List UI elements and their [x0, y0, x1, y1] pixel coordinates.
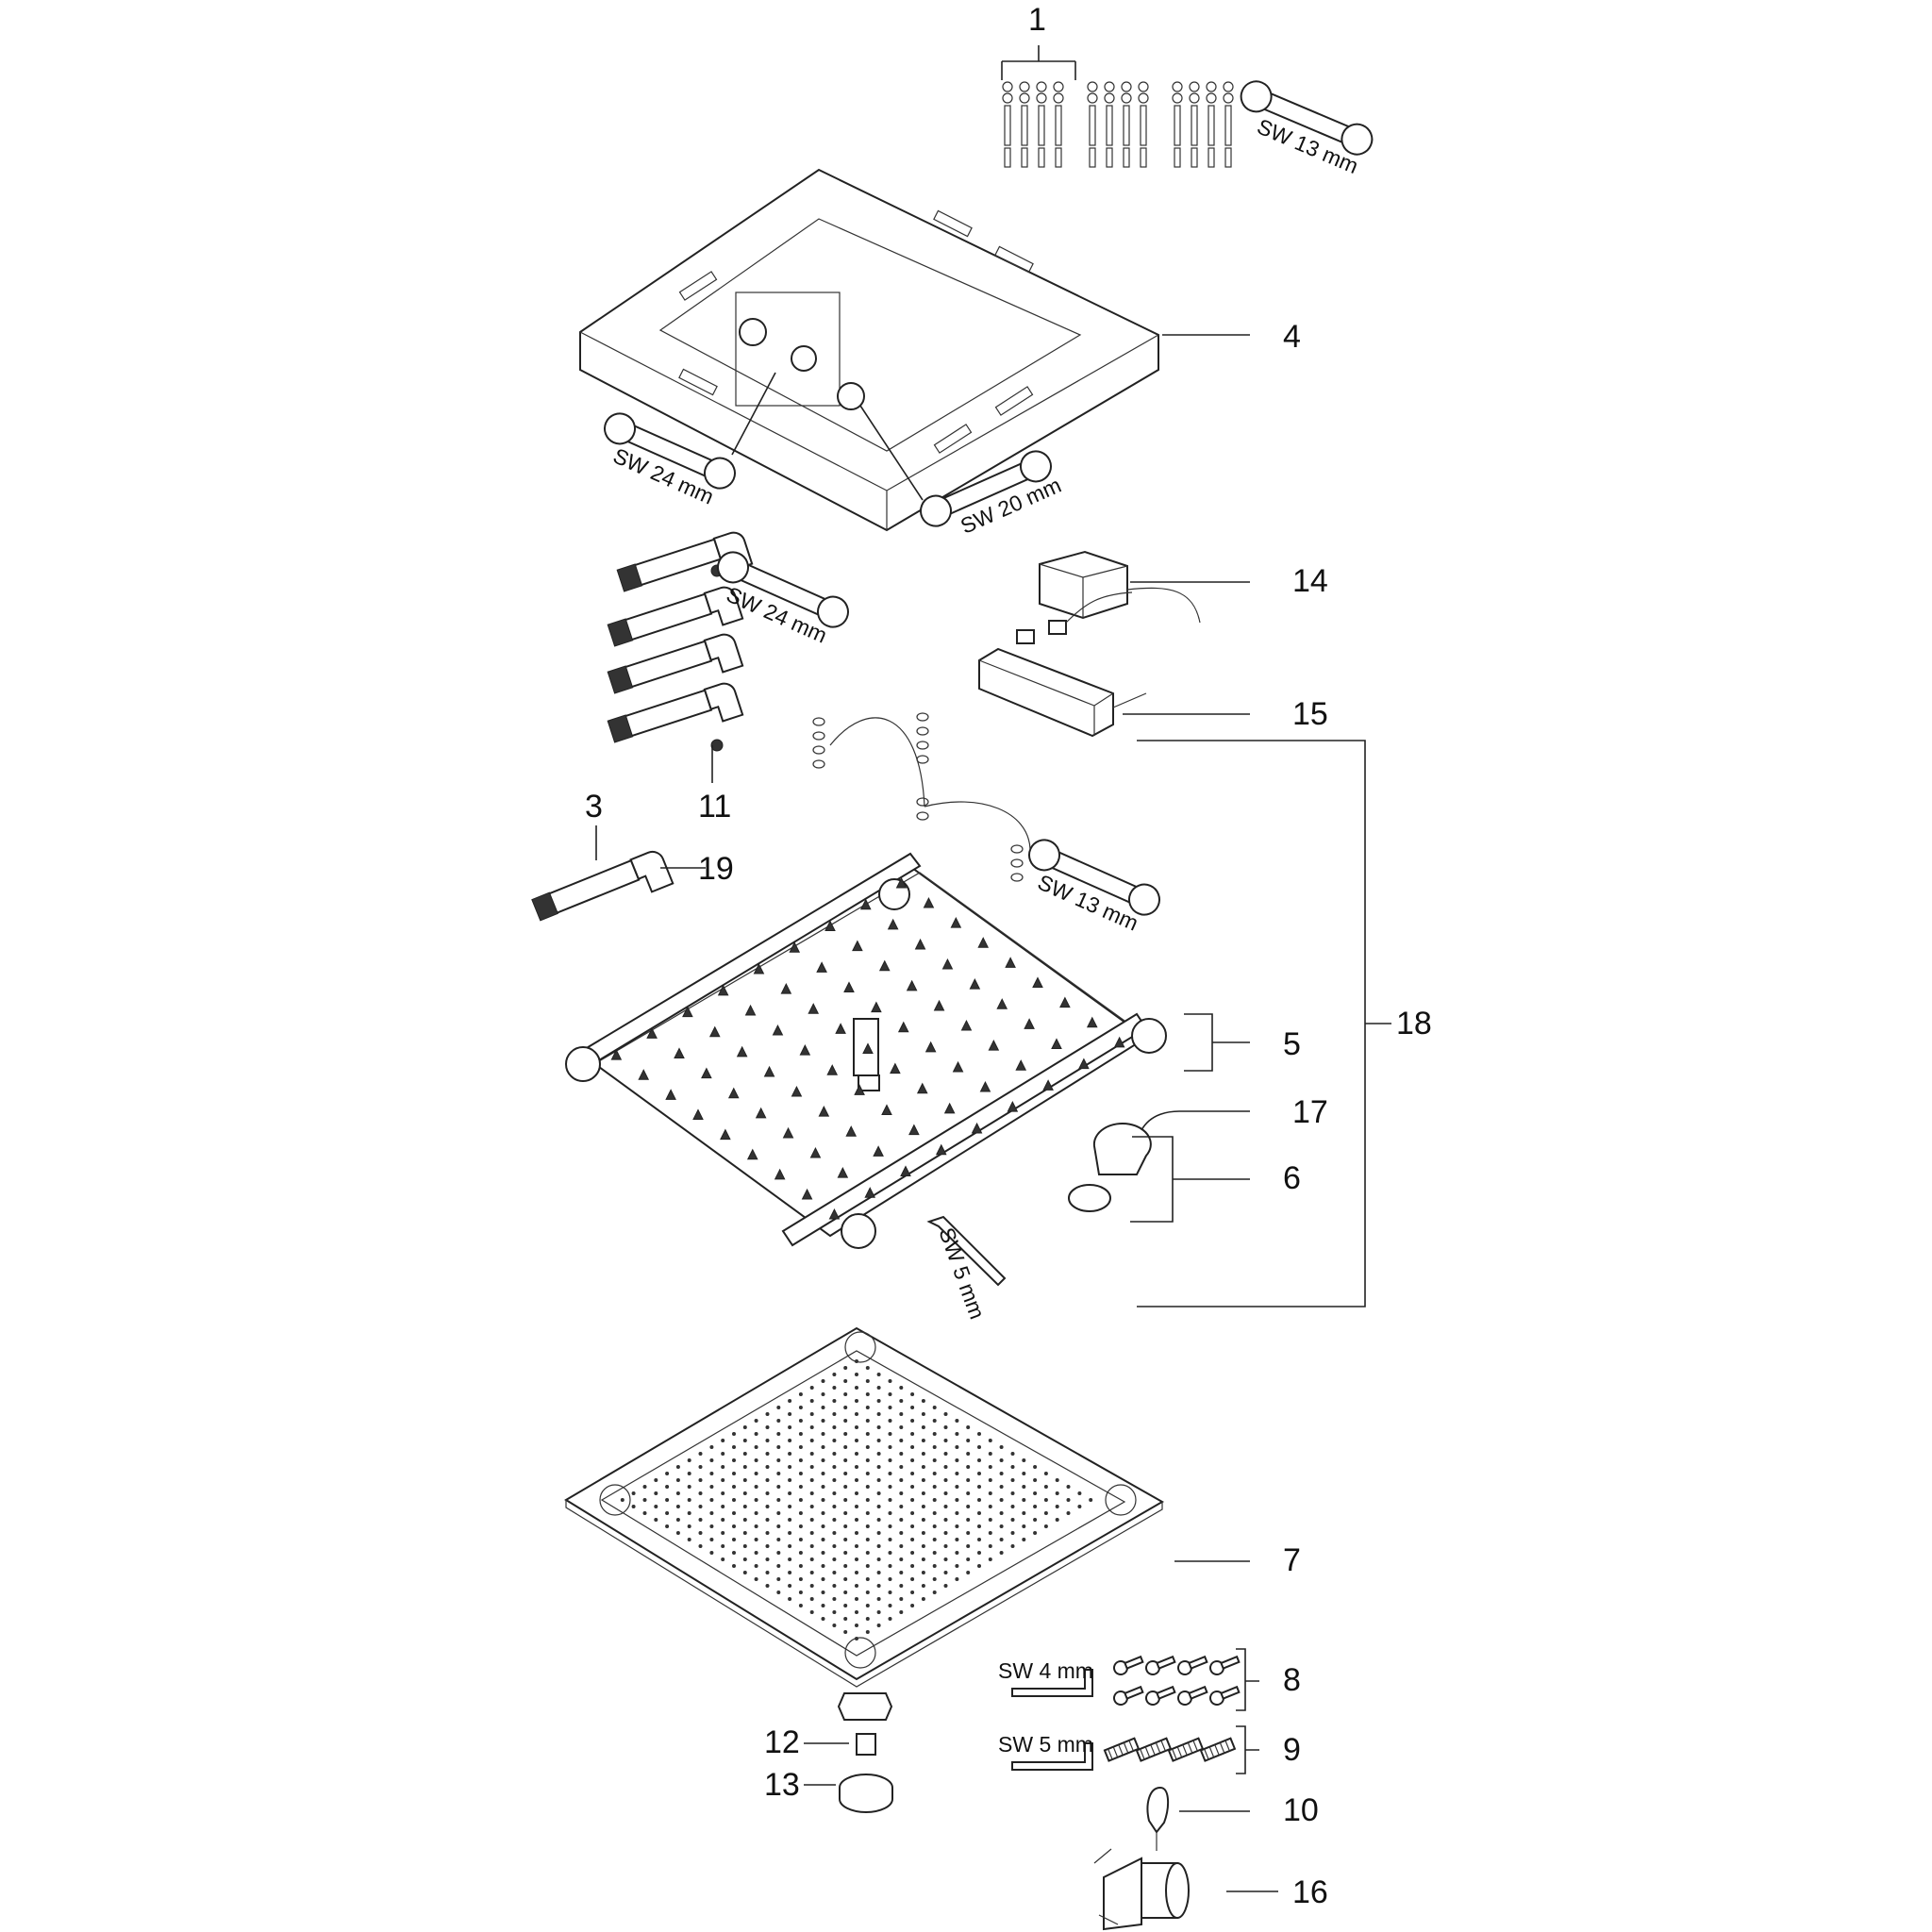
part-7-shower-plate	[564, 1326, 1165, 1688]
tool-label: SW 5 mm	[934, 1224, 990, 1323]
hex-key-sw5: SW 5 mm	[998, 1732, 1093, 1771]
callout-9: 9	[1283, 1732, 1301, 1768]
callout-12: 12	[764, 1724, 800, 1760]
wrench-sw13-top: SW 13 mm	[1240, 80, 1374, 178]
part-3-hose	[531, 850, 675, 922]
part-11-hose-set	[607, 531, 754, 752]
callout-13: 13	[764, 1767, 800, 1803]
tool-label: SW 4 mm	[998, 1658, 1093, 1683]
hex-key-sw4: SW 4 mm	[998, 1658, 1093, 1697]
callout-15: 15	[1292, 696, 1328, 732]
callout-19: 19	[698, 851, 734, 887]
part-8-screw-set	[1113, 1655, 1241, 1706]
earth-cable-set	[812, 712, 1031, 882]
callout-8: 8	[1283, 1662, 1301, 1698]
callout-11: 11	[698, 789, 731, 824]
part-1-screw-sets	[1001, 45, 1234, 168]
callout-14: 14	[1292, 563, 1328, 599]
tool-label: SW 5 mm	[998, 1732, 1093, 1757]
callout-18: 18	[1396, 1006, 1432, 1041]
part-10-carabiner	[1146, 1786, 1170, 1851]
callout-5: 5	[1283, 1026, 1301, 1062]
part-9-dowel-set	[1103, 1737, 1237, 1762]
callout-6: 6	[1283, 1160, 1301, 1196]
callout-17: 17	[1292, 1094, 1328, 1130]
wrench-sw13-cables: SW 13 mm	[1028, 839, 1160, 936]
part-15-transformer	[978, 591, 1147, 738]
callout-4: 4	[1283, 319, 1301, 355]
callout-7: 7	[1283, 1542, 1301, 1578]
part-16-connector	[1093, 1848, 1190, 1931]
callout-10: 10	[1283, 1792, 1319, 1828]
part-4-mounting-frame	[579, 168, 1159, 532]
mounting-plate-assembly	[565, 852, 1167, 1249]
callout-1: 1	[1028, 2, 1046, 38]
callout-16: 16	[1292, 1874, 1328, 1910]
callout-3: 3	[585, 789, 603, 824]
plate-cap-assembly	[837, 1692, 893, 1813]
hex-key-sw5-plate: SW 5 mm	[926, 1215, 1007, 1323]
part-14-junction-box	[1039, 550, 1201, 624]
